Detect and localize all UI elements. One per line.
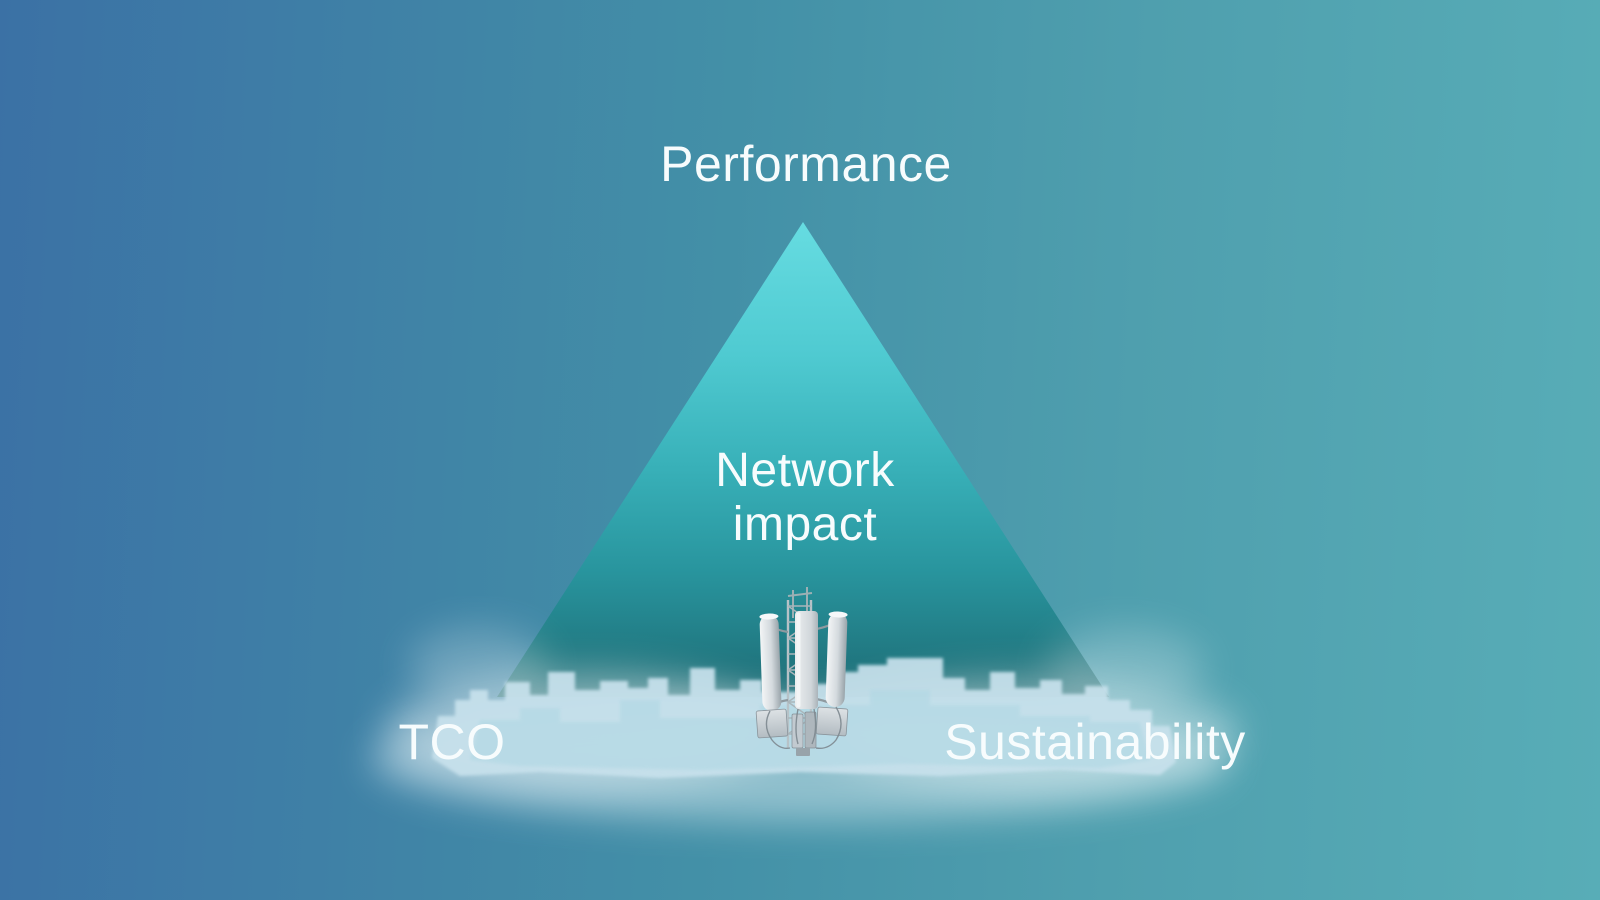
- label-network-impact-line2: impact: [732, 498, 878, 551]
- label-sustainability: Sustainability: [944, 714, 1246, 770]
- label-network-impact: Network impact: [715, 444, 895, 552]
- label-performance: Performance: [660, 136, 952, 192]
- label-tco: TCO: [398, 714, 506, 770]
- cell-tower-icon: [755, 587, 849, 756]
- label-network-impact-line1: Network: [715, 444, 895, 497]
